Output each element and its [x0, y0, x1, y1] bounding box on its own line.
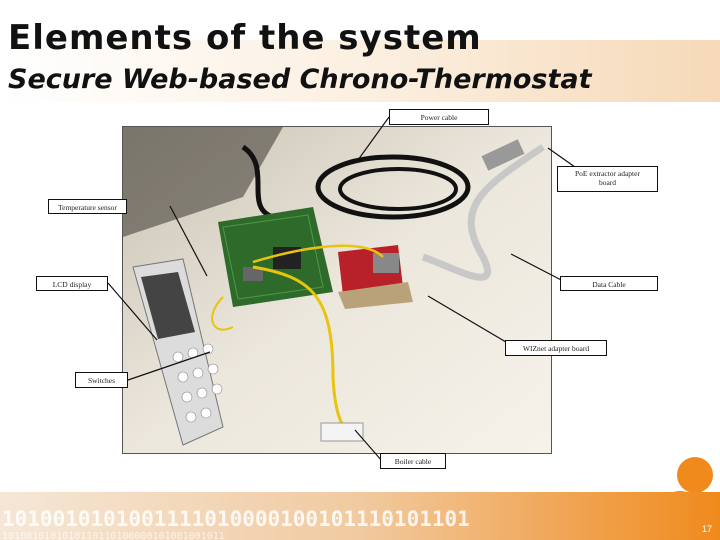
- label-data-cable: Data Cable: [560, 276, 658, 291]
- label-switches: Switches: [75, 372, 128, 388]
- label-temperature-sensor: Temperature sensor: [48, 199, 127, 214]
- slide-subtitle: Secure Web-based Chrono-Thermostat: [8, 64, 592, 95]
- label-poe-extractor: PoE extractor adapter board: [557, 166, 658, 192]
- footer-binary-large: 1010010101001111010000100101110101101: [2, 507, 470, 531]
- header-decoration: [0, 40, 720, 102]
- label-lcd-display: LCD display: [36, 276, 108, 291]
- slide-title: Elements of the system: [8, 18, 482, 58]
- label-power-cable: Power cable: [389, 109, 489, 125]
- footer-binary-small: 1010010101010110110100000101001001011: [2, 531, 225, 540]
- page-number: 17: [701, 524, 712, 534]
- label-wiznet-adapter: WIZnet adapter board: [505, 340, 607, 356]
- hardware-photo: [122, 126, 552, 454]
- footer-binary-band: 1010010101001111010000100101110101101 10…: [0, 492, 720, 540]
- label-boiler-cable: Boiler cable: [380, 453, 446, 469]
